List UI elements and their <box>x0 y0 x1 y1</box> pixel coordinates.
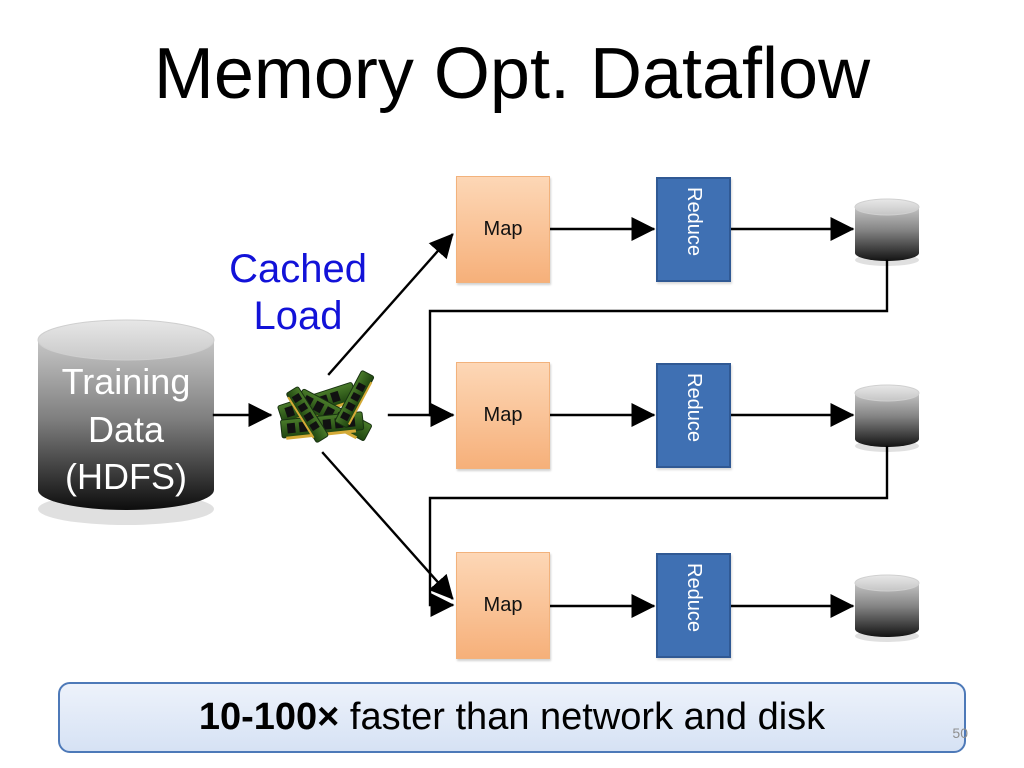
slide-title: Memory Opt. Dataflow <box>153 34 871 114</box>
database-cylinder-icon <box>37 319 215 525</box>
performance-callout: 10-100× faster than network and disk <box>58 682 966 753</box>
speedup-value: 10-100× <box>198 696 340 738</box>
cache-to-map-1-arrow <box>327 233 454 376</box>
cached-load-label: Cached Load <box>229 247 367 339</box>
reduce-box-3: Reduce <box>656 553 731 658</box>
slide-number: 50 <box>952 725 968 741</box>
reduce-label-1: Reduce <box>682 186 705 256</box>
storage-cylinder-icon <box>854 384 920 452</box>
training-data-label: Training Data (HDFS) <box>61 361 191 498</box>
map-box-2: Map <box>456 362 550 469</box>
feedback-loop-2 <box>428 445 889 617</box>
reduce-box-1: Reduce <box>656 177 731 282</box>
storage-cylinder-icon <box>854 574 920 642</box>
ram-modules-icon <box>277 370 375 443</box>
speedup-description: faster than network and disk <box>339 696 826 738</box>
storage-cylinder-icon <box>854 198 920 266</box>
feedback-loop-1 <box>428 259 889 427</box>
map-box-1: Map <box>456 176 550 283</box>
reduce-box-2: Reduce <box>656 363 731 468</box>
cache-to-map-3-arrow <box>321 451 454 600</box>
reduce-label-2: Reduce <box>682 372 705 442</box>
map-label-3: Map <box>483 594 523 616</box>
reduce-label-3: Reduce <box>682 562 705 632</box>
map-box-3: Map <box>456 552 550 659</box>
map-label-2: Map <box>483 404 523 426</box>
map-label-1: Map <box>483 218 523 240</box>
performance-text: 10-100× faster than network and disk <box>60 698 964 736</box>
